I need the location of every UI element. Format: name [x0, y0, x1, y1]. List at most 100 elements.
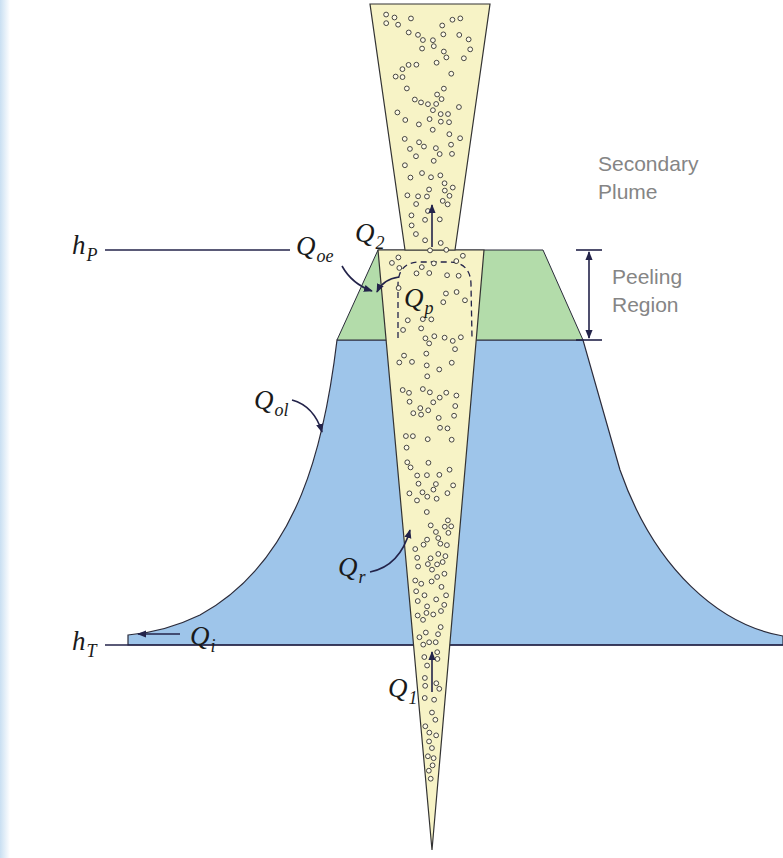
bubble	[425, 604, 430, 609]
bubble	[425, 494, 430, 499]
bubble	[406, 63, 411, 68]
bubble	[417, 635, 422, 640]
bubble	[430, 763, 435, 768]
bubble	[396, 255, 401, 260]
dimension-tick	[576, 339, 602, 341]
flux-symbol: Q2	[355, 219, 385, 249]
bubble	[412, 97, 417, 102]
symbol-subscript: T	[87, 641, 97, 661]
dimension-tick	[576, 249, 602, 251]
bubble	[427, 739, 432, 744]
bubble	[402, 136, 407, 141]
bubble	[458, 16, 463, 21]
bubble	[449, 437, 454, 442]
bubble	[423, 630, 428, 635]
bubble	[453, 404, 458, 409]
bubble	[420, 490, 425, 495]
bubble	[413, 578, 418, 583]
peel-level-line	[105, 249, 290, 251]
bubble	[414, 271, 419, 276]
bubble	[433, 717, 438, 722]
bubble	[438, 541, 443, 546]
bubble	[405, 193, 410, 198]
bubble	[441, 32, 446, 37]
bubble	[434, 102, 439, 107]
bubble	[415, 599, 420, 604]
bubble	[421, 38, 426, 43]
bubble	[457, 105, 462, 110]
bubble	[445, 543, 450, 548]
bubble	[437, 367, 442, 372]
bubble	[449, 142, 454, 147]
bubble	[432, 697, 437, 702]
flux-arrow	[138, 633, 180, 635]
bubble	[430, 710, 435, 715]
bubble	[400, 75, 405, 80]
bubble	[423, 336, 428, 341]
bubble	[425, 562, 430, 567]
bubble	[427, 390, 432, 395]
bubble	[429, 175, 434, 180]
bubble	[416, 481, 421, 486]
bubble	[427, 730, 432, 735]
bubble	[433, 482, 438, 487]
bubble	[437, 472, 442, 477]
bubble	[445, 426, 450, 431]
bubble	[393, 74, 398, 79]
bubble	[434, 496, 439, 501]
bubble	[439, 609, 444, 614]
bubble	[415, 473, 420, 478]
bubble	[438, 241, 443, 246]
bubble	[427, 640, 432, 645]
bubble	[445, 273, 450, 278]
flux-symbol: Q1	[388, 674, 418, 704]
flux-arrow	[342, 266, 372, 291]
bubble	[421, 642, 426, 647]
bubble	[443, 554, 448, 559]
bubble	[444, 55, 449, 60]
bubble	[427, 341, 432, 346]
bubble	[405, 460, 410, 465]
bubble	[419, 326, 424, 331]
peeling-flow-curve	[398, 262, 472, 338]
bubble	[414, 154, 419, 159]
bubble	[449, 524, 454, 529]
bubble	[453, 347, 458, 352]
symbol-subscript: 1	[409, 688, 418, 708]
flux-symbol: Qr	[338, 553, 366, 583]
symbol-subscript: oe	[317, 246, 334, 266]
bubble	[403, 118, 408, 123]
bubble	[441, 86, 446, 91]
bubble	[427, 271, 432, 276]
symbol-base: Q	[254, 385, 274, 415]
bubble	[408, 465, 413, 470]
bubble	[428, 248, 433, 253]
bubble	[423, 683, 428, 688]
bubble	[444, 390, 449, 395]
bubble	[437, 152, 442, 157]
bubble	[421, 617, 426, 622]
bubble	[444, 593, 449, 598]
bubble	[420, 46, 425, 51]
symbol-base: h	[72, 626, 86, 656]
bubble	[431, 261, 436, 266]
bubble	[438, 119, 443, 124]
flux-symbol: Qp	[404, 284, 434, 314]
bubble	[419, 265, 424, 270]
bubble	[425, 437, 430, 442]
bubble	[408, 175, 413, 180]
bubble	[447, 467, 452, 472]
bubble	[416, 564, 421, 569]
bubble	[450, 185, 455, 190]
bubble	[434, 60, 439, 65]
bubble	[445, 518, 450, 523]
bubble	[415, 555, 420, 560]
bubble	[454, 393, 459, 398]
height-symbol: hP	[72, 231, 98, 261]
bubble	[424, 611, 429, 616]
bubble	[444, 291, 449, 296]
bubble	[432, 334, 437, 339]
bubble	[434, 597, 439, 602]
bubble	[396, 286, 401, 291]
